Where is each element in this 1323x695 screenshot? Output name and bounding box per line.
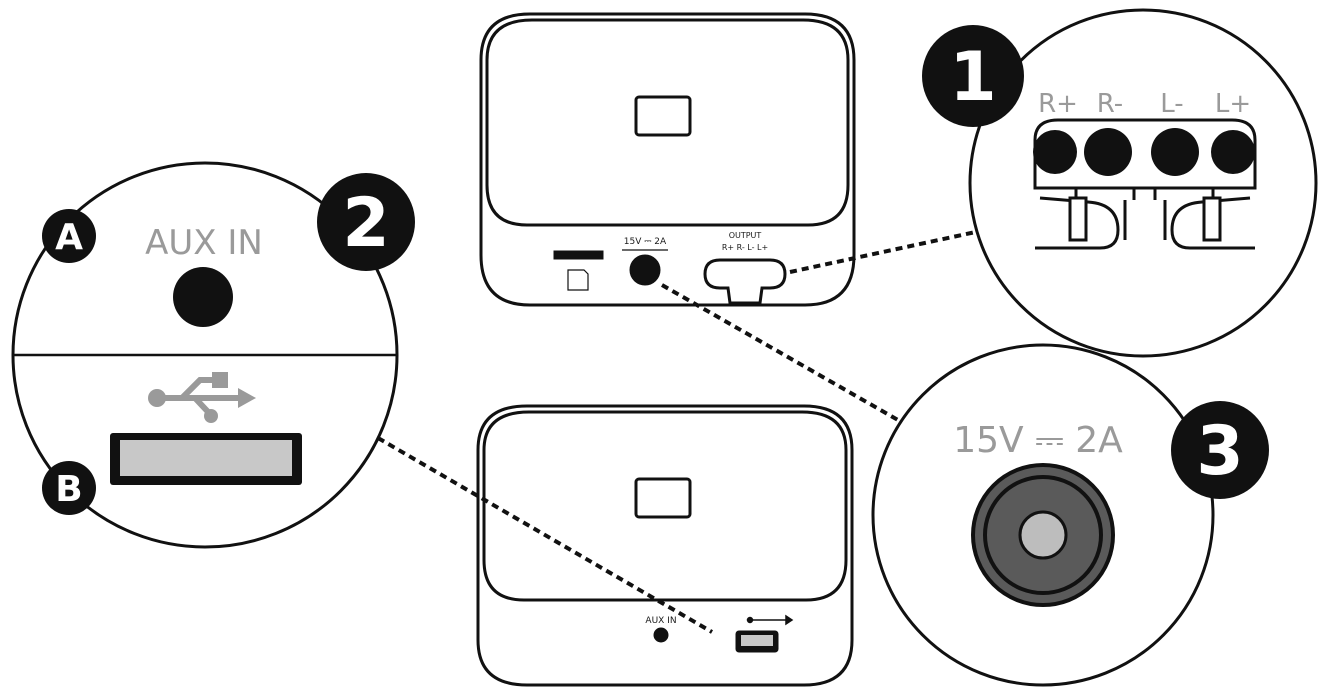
device-top [479, 12, 856, 307]
device-bottom-body [476, 404, 854, 687]
sd-card-slot [553, 250, 604, 260]
terminal-label-r-minus: R- [1097, 89, 1123, 119]
terminal-label-l-plus: L+ [1215, 89, 1251, 119]
badge-a: A [42, 209, 96, 263]
badge-3-text: 3 [1196, 412, 1243, 491]
device-top-lid [485, 18, 850, 227]
badge-2-text: 2 [342, 184, 389, 263]
callout-output [968, 8, 1318, 358]
badge-2: 2 [317, 173, 415, 271]
terminal-label-l-minus: L- [1160, 89, 1183, 119]
badge-3: 3 [1171, 401, 1269, 499]
device-top-output-label: OUTPUT [729, 231, 762, 240]
terminal-label-r-plus: R+ [1038, 89, 1078, 119]
leader-usb [376, 436, 714, 634]
device-top-body [479, 12, 856, 307]
device-top-output-terminals: R+ R- L- L+ [722, 243, 768, 252]
badge-1-text: 1 [949, 38, 996, 117]
usb-icon-small [746, 614, 794, 626]
device-bottom-display [634, 477, 692, 519]
terminal-block [1033, 118, 1257, 190]
device-top-power-label: 15V ⎓ 2A [624, 237, 667, 247]
power-jack-pin [1018, 510, 1068, 560]
device-bottom-lid [482, 410, 848, 602]
badge-b-text: B [55, 469, 82, 510]
leader-lines [376, 228, 986, 634]
leader-output [789, 228, 986, 274]
callout-power-label: 15V ⎓ 2A [953, 420, 1123, 461]
terminal-r-minus [1084, 128, 1132, 176]
device-top-display [634, 95, 692, 137]
callout-power [871, 343, 1215, 687]
speaker-wire-left [1035, 196, 1120, 250]
terminal-l-plus [1211, 130, 1255, 174]
badge-a-text: A [55, 217, 83, 258]
terminal-r-plus [1033, 130, 1077, 174]
callout-aux-label: AUX IN [145, 223, 263, 263]
leader-power [661, 283, 913, 430]
sd-card-icon [567, 269, 589, 291]
power-jack-small [629, 254, 661, 286]
device-bottom [476, 404, 854, 687]
output-port-small [703, 258, 787, 305]
terminal-l-minus [1151, 128, 1199, 176]
aux-jack-small [653, 627, 669, 643]
device-bottom-aux-label: AUX IN [645, 616, 676, 626]
badge-1: 1 [922, 25, 1024, 127]
badge-b: B [42, 461, 96, 515]
callout-aux-usb [11, 161, 399, 549]
aux-jack [173, 267, 233, 327]
speaker-wire-right [1170, 196, 1255, 250]
usb-icon [148, 372, 256, 423]
